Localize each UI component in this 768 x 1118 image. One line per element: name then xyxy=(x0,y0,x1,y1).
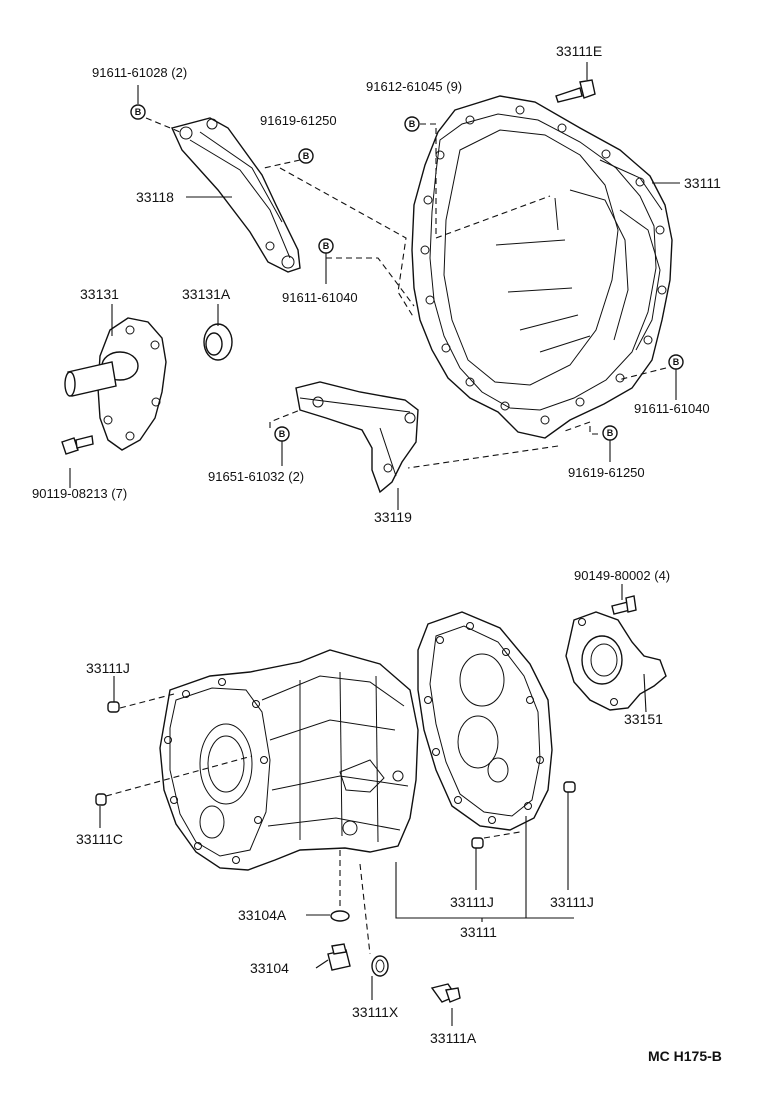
label-33111J-middle: 33111J xyxy=(450,894,494,910)
extension-retainer-33151 xyxy=(565,611,667,711)
case-bolt-holes xyxy=(164,678,268,864)
part-labels: 91611-61028 (2) 33111E 91612-61045 (9) 9… xyxy=(32,43,722,1064)
dowel-pins xyxy=(95,701,576,849)
label-33111A: 33111A xyxy=(430,1030,477,1046)
label-33131A: 33131A xyxy=(182,286,231,302)
svg-text:B: B xyxy=(303,151,310,161)
intermediate-plate xyxy=(417,611,553,831)
label-33118: 33118 xyxy=(136,189,174,205)
label-33111-bottom: 33111 xyxy=(460,924,497,940)
drain-plug-33104 xyxy=(327,943,351,971)
transmission-case-33111 xyxy=(159,649,419,871)
bolt-markers: B B B B B B B xyxy=(130,104,684,442)
label-33111E: 33111E xyxy=(556,43,602,59)
bolt-marker: B xyxy=(602,425,618,441)
bolt-marker: B xyxy=(274,426,290,442)
svg-text:B: B xyxy=(607,428,614,438)
clutch-housing-33111 xyxy=(411,95,673,439)
bolt-90149-80002 xyxy=(611,595,637,615)
label-33111J-right: 33111J xyxy=(550,894,594,910)
bolt-90119-08213 xyxy=(61,435,94,455)
diagram-code: MC H175-B xyxy=(648,1048,722,1064)
label-91612-61045: 91612-61045 (9) xyxy=(366,79,462,94)
label-91611-61040-right: 91611-61040 xyxy=(634,401,710,416)
bracket-33118 xyxy=(171,117,301,273)
housing-bolt-holes xyxy=(420,105,667,425)
gasket-33111X xyxy=(371,955,389,977)
svg-text:B: B xyxy=(673,357,680,367)
leader-lines xyxy=(69,62,680,1026)
svg-text:B: B xyxy=(409,119,416,129)
label-33111J-left: 33111J xyxy=(86,660,130,676)
label-90119-08213: 90119-08213 (7) xyxy=(32,486,127,501)
breather-33111A xyxy=(430,983,461,1003)
bolt-marker: B xyxy=(404,116,420,132)
gasket-33104A xyxy=(330,910,350,922)
svg-text:B: B xyxy=(323,241,330,251)
bracket-33119 xyxy=(295,381,419,494)
bolt-marker: B xyxy=(130,104,146,120)
bolt-marker: B xyxy=(318,238,334,254)
bolt-33111E xyxy=(555,79,596,103)
svg-text:B: B xyxy=(135,107,142,117)
label-33131: 33131 xyxy=(80,286,119,302)
svg-text:B: B xyxy=(279,429,286,439)
label-33119: 33119 xyxy=(374,509,412,525)
label-33151: 33151 xyxy=(624,711,663,727)
bolt-marker: B xyxy=(668,354,684,370)
oil-seal-33131A xyxy=(203,323,233,361)
label-91651-61032: 91651-61032 (2) xyxy=(208,469,304,484)
bolt-marker: B xyxy=(298,148,314,164)
label-33111X: 33111X xyxy=(352,1004,399,1020)
label-90149-80002: 90149-80002 (4) xyxy=(574,568,670,583)
label-91619-61250-top: 91619-61250 xyxy=(260,113,337,128)
label-33111C: 33111C xyxy=(76,831,123,847)
label-91611-61040-left: 91611-61040 xyxy=(282,290,358,305)
label-33111-top: 33111 xyxy=(684,175,721,191)
label-33104: 33104 xyxy=(250,960,289,976)
label-91619-61250-bottom: 91619-61250 xyxy=(568,465,645,480)
label-91611-61028: 91611-61028 (2) xyxy=(92,65,187,80)
bearing-retainer-33131 xyxy=(64,317,167,451)
label-33104A: 33104A xyxy=(238,907,287,923)
